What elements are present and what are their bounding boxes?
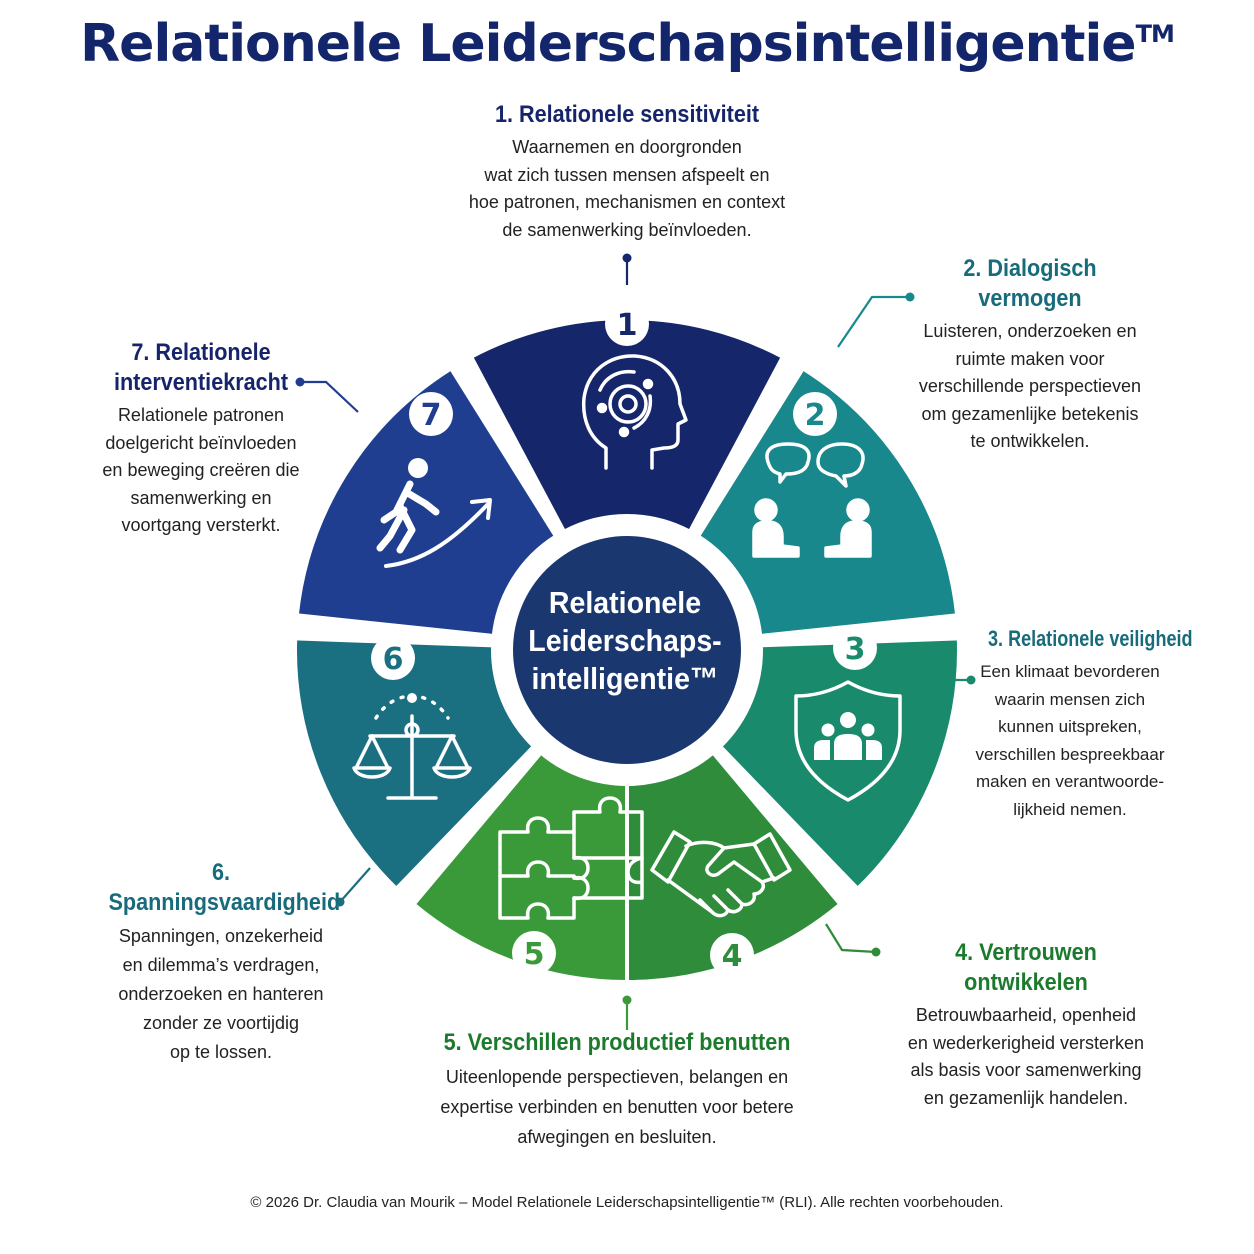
connector-dot-6 xyxy=(335,897,345,907)
hub-label: Relationele Leiderschaps- intelligentie™ xyxy=(528,585,722,696)
connector-dot-3 xyxy=(966,675,976,685)
number-badge-label-5: 5 xyxy=(524,937,545,972)
trademark-mark: TM xyxy=(1135,20,1175,48)
heading-3: 3. Relationele veiligheid xyxy=(988,626,1193,651)
number-badge-label-4: 4 xyxy=(722,939,743,974)
connector-dot-2 xyxy=(905,292,915,302)
label-spanningsvaardigheid: 6. Spanningsvaardigheid Spanningen, onze… xyxy=(96,858,346,1067)
shield-group-icon xyxy=(794,680,902,802)
heading-5: 5. Verschillen productief benutten xyxy=(443,1029,791,1056)
handshake-icon xyxy=(650,830,792,918)
label-relationele-sensitiviteit: 1. Relationele sensitiviteit Waarnemen e… xyxy=(407,100,847,244)
puzzle-icon xyxy=(498,796,644,920)
heading-4: 4. Vertrouwen ontwikkelen xyxy=(955,939,1097,996)
connector-dot-1 xyxy=(622,253,632,263)
segment-6 xyxy=(293,636,537,892)
segment-4 xyxy=(625,749,844,985)
segment-2 xyxy=(695,365,960,639)
connector-line-2 xyxy=(837,295,910,348)
connector-line-6 xyxy=(339,867,371,903)
head-brain-icon xyxy=(581,354,688,470)
description-5: Uiteenlopende perspectieven, belangen en… xyxy=(440,1067,794,1147)
connector-dot-7 xyxy=(295,377,305,387)
dialogue-people-icon xyxy=(752,442,872,558)
label-verschillen-productief-benutten: 5. Verschillen productief benutten Uitee… xyxy=(397,1028,837,1152)
label-vertrouwen-ontwikkelen: 4. Vertrouwen ontwikkelen Betrouwbaarhei… xyxy=(876,938,1176,1112)
heading-2: 2. Dialogisch vermogen xyxy=(963,255,1097,312)
number-badge-label-2: 2 xyxy=(805,398,826,433)
number-badge-7 xyxy=(409,392,453,436)
walking-person-arrow-icon xyxy=(376,458,492,568)
number-badge-label-7: 7 xyxy=(421,398,442,433)
segment-1 xyxy=(468,315,786,535)
number-badge-label-3: 3 xyxy=(845,632,866,667)
connector-dot-4 xyxy=(871,947,881,957)
balance-scale-icon xyxy=(352,693,472,800)
label-dialogisch-vermogen: 2. Dialogisch vermogen Luisteren, onderz… xyxy=(900,254,1160,456)
number-badge-4 xyxy=(710,933,754,977)
label-relationele-veiligheid: 3. Relationele veiligheid Een klimaat be… xyxy=(970,624,1193,823)
number-badge-3 xyxy=(833,626,877,670)
number-badge-label-6: 6 xyxy=(383,642,404,677)
hub-circle xyxy=(513,536,741,764)
number-badge-5 xyxy=(512,931,556,975)
connector-dot-5 xyxy=(622,995,632,1005)
number-badge-2 xyxy=(793,392,837,436)
number-badge-label-1: 1 xyxy=(617,308,638,343)
segment-5 xyxy=(410,749,629,985)
connector-line-7 xyxy=(300,380,359,413)
heading-1: 1. Relationele sensitiviteit xyxy=(494,101,760,128)
number-badge-1 xyxy=(605,302,649,346)
heading-6: 6. Spanningsvaardigheid xyxy=(108,859,341,916)
copyright-footer: © 2026 Dr. Claudia van Mourik – Model Re… xyxy=(250,1194,1004,1211)
page-title: Relationele LeiderschapsintelligentieTM xyxy=(80,14,1175,74)
number-badge-6 xyxy=(371,636,415,680)
connector-line-4 xyxy=(825,923,877,954)
